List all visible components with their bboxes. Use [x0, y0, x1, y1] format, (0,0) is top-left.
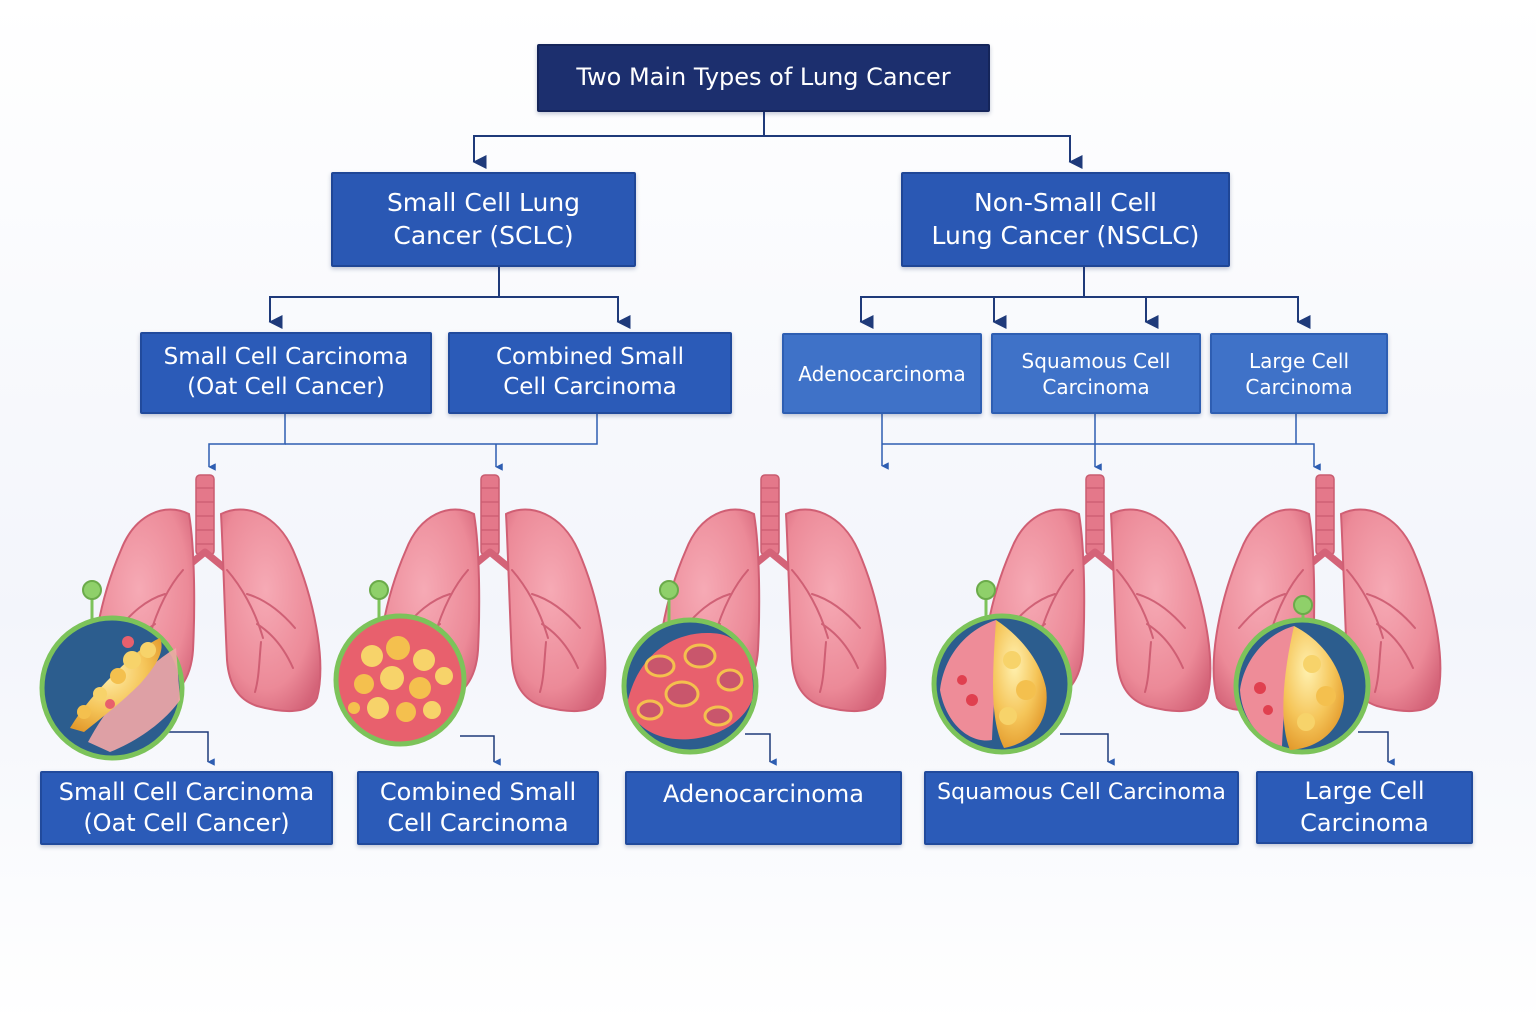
subtype-combined-label: Combined Small Cell Carcinoma [495, 344, 685, 400]
magnifier-small-cell [39, 615, 185, 761]
subtype-small-cell-box: Small Cell Carcinoma (Oat Cell Cancer) [140, 332, 432, 414]
connectors [268, 112, 1311, 329]
nsclc-label: Non-Small Cell Lung Cancer (NSCLC) [931, 188, 1200, 250]
diagram-title: Two Main Types of Lung Cancer [576, 63, 951, 92]
lungs-illustration-adeno [621, 475, 885, 755]
connectors-lower [208, 414, 1321, 471]
bottom-squamous-label: Squamous Cell Carcinoma [937, 780, 1226, 805]
bottom-squamous-box: Squamous Cell Carcinoma [924, 771, 1239, 845]
bottom-adeno-label: Adenocarcinoma [663, 780, 864, 808]
lungs-illustration-large [1214, 475, 1441, 755]
subtype-combined-box: Combined Small Cell Carcinoma [448, 332, 732, 414]
subtype-small-cell-label: Small Cell Carcinoma (Oat Cell Cancer) [163, 344, 409, 400]
bottom-large-box: Large Cell Carcinoma [1256, 771, 1473, 844]
magnifier-adeno [621, 617, 759, 755]
lungs-illustration-small-cell [39, 475, 320, 761]
subtype-adeno-box: Adenocarcinoma [782, 333, 982, 414]
subtype-adeno-label: Adenocarcinoma [798, 361, 966, 386]
subtype-large-box: Large Cell Carcinoma [1210, 333, 1388, 414]
bottom-small-cell-label: Small Cell Carcinoma (Oat Cell Cancer) [58, 777, 315, 837]
subtype-squamous-label: Squamous Cell Carcinoma [1021, 348, 1171, 399]
magnifier-combined [333, 613, 467, 747]
sclc-label: Small Cell Lung Cancer (SCLC) [386, 188, 581, 250]
nsclc-box: Non-Small Cell Lung Cancer (NSCLC) [901, 172, 1230, 267]
subtype-large-label: Large Cell Carcinoma [1245, 348, 1353, 399]
magnifier-large [1233, 617, 1371, 755]
bottom-large-label: Large Cell Carcinoma [1300, 777, 1429, 837]
magnifier-squamous [931, 613, 1073, 755]
bottom-small-cell-box: Small Cell Carcinoma (Oat Cell Cancer) [40, 771, 333, 845]
subtype-squamous-box: Squamous Cell Carcinoma [991, 333, 1201, 414]
connectors-bottom [165, 731, 1395, 766]
title-box: Two Main Types of Lung Cancer [537, 44, 990, 112]
lungs-illustration-squamous [931, 475, 1210, 755]
sclc-box: Small Cell Lung Cancer (SCLC) [331, 172, 636, 267]
bottom-adeno-box: Adenocarcinoma [625, 771, 902, 845]
bottom-combined-label: Combined Small Cell Carcinoma [379, 777, 577, 837]
lungs-illustration-combined [333, 475, 605, 747]
bottom-combined-box: Combined Small Cell Carcinoma [357, 771, 599, 845]
